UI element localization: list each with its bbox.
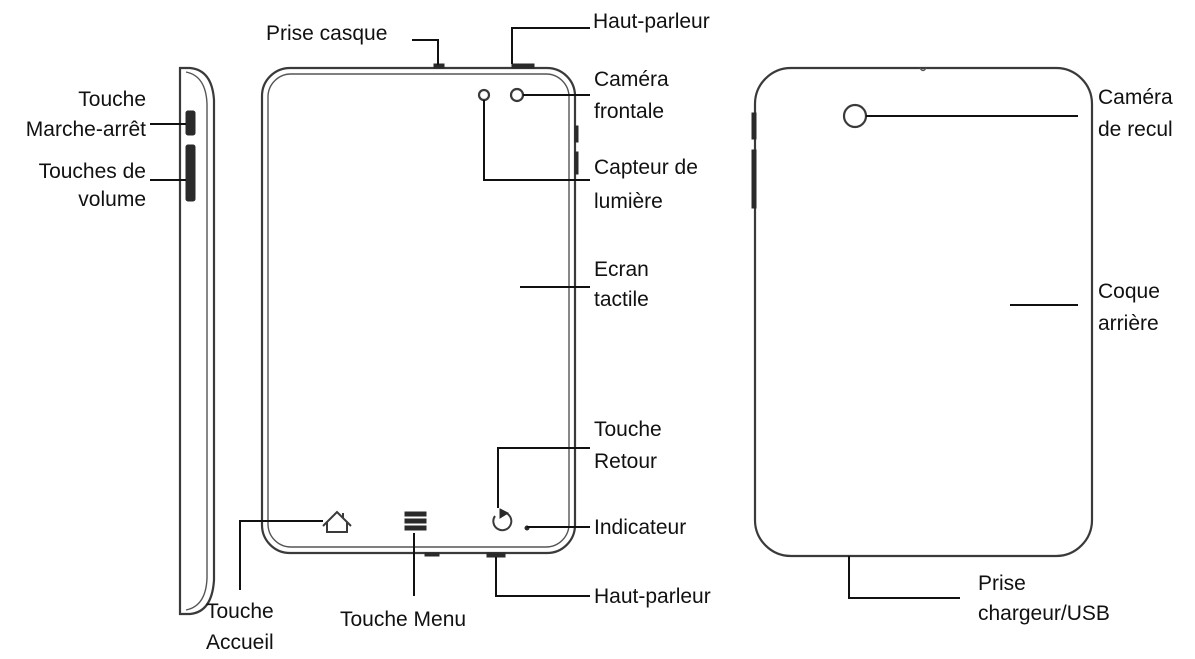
front-view [260, 63, 579, 558]
label-touches-volume-line2: volume [78, 188, 146, 211]
light-sensor-shape [477, 88, 491, 102]
label-touche-marche-line2: Marche-arrêt [26, 118, 146, 141]
menu-icon [404, 511, 427, 531]
side-view-body [178, 66, 216, 616]
volume-buttons-shape [185, 144, 196, 202]
label-touche-accueil-line2: Accueil [206, 631, 274, 654]
label-touches-volume-line1: Touches de [39, 160, 146, 183]
label-ecran-line1: Ecran [594, 258, 649, 281]
front-side-volume-mark [574, 151, 579, 175]
back-view-top-notch [919, 67, 927, 72]
label-touche-retour-line2: Retour [594, 450, 657, 473]
label-ecran-line2: tactile [594, 288, 649, 311]
label-touche-accueil-line1: Touche [206, 600, 274, 623]
label-indicateur: Indicateur [594, 516, 686, 539]
label-touche-marche-line1: Touche [78, 88, 146, 111]
label-camera-frontale-line2: frontale [594, 100, 664, 123]
power-button-shape [185, 110, 196, 136]
label-capteur-line1: Capteur de [594, 156, 698, 179]
label-prise-chargeur-line2: chargeur/USB [978, 602, 1110, 625]
front-camera-shape [509, 87, 525, 103]
label-camera-frontale-line1: Caméra [594, 68, 669, 91]
label-prise-casque: Prise casque [266, 22, 387, 45]
front-side-button-mark [574, 125, 579, 143]
side-view [178, 66, 216, 616]
front-view-body [260, 66, 577, 555]
label-touche-retour-line1: Touche [594, 418, 662, 441]
back-arrow-icon [492, 508, 513, 532]
label-haut-parleur-top: Haut-parleur [593, 10, 710, 33]
label-capteur-line2: lumière [594, 190, 663, 213]
back-view-body [753, 66, 1094, 558]
label-coque-line1: Coque [1098, 280, 1160, 303]
label-coque-line2: arrière [1098, 312, 1159, 335]
front-view-inner-bezel [267, 73, 570, 548]
bottom-speaker-shape [486, 552, 506, 558]
leader-lines [150, 27, 1078, 599]
back-view [751, 66, 1094, 558]
labels: Prise casque Haut-parleur Caméra frontal… [26, 10, 1173, 654]
label-haut-parleur-bottom: Haut-parleur [594, 585, 711, 608]
label-camera-recul-line2: de recul [1098, 118, 1173, 141]
label-prise-chargeur-line1: Prise [978, 572, 1026, 595]
side-view-inner-edge [185, 71, 208, 611]
label-touche-menu: Touche Menu [340, 608, 466, 631]
back-side-button-mark [751, 112, 757, 140]
rear-camera-shape [842, 103, 868, 129]
bottom-port-mark [424, 552, 440, 557]
home-icon [322, 510, 352, 533]
label-camera-recul-line1: Caméra [1098, 86, 1173, 109]
back-side-volume-mark [751, 149, 757, 209]
top-speaker-shape [511, 63, 535, 69]
